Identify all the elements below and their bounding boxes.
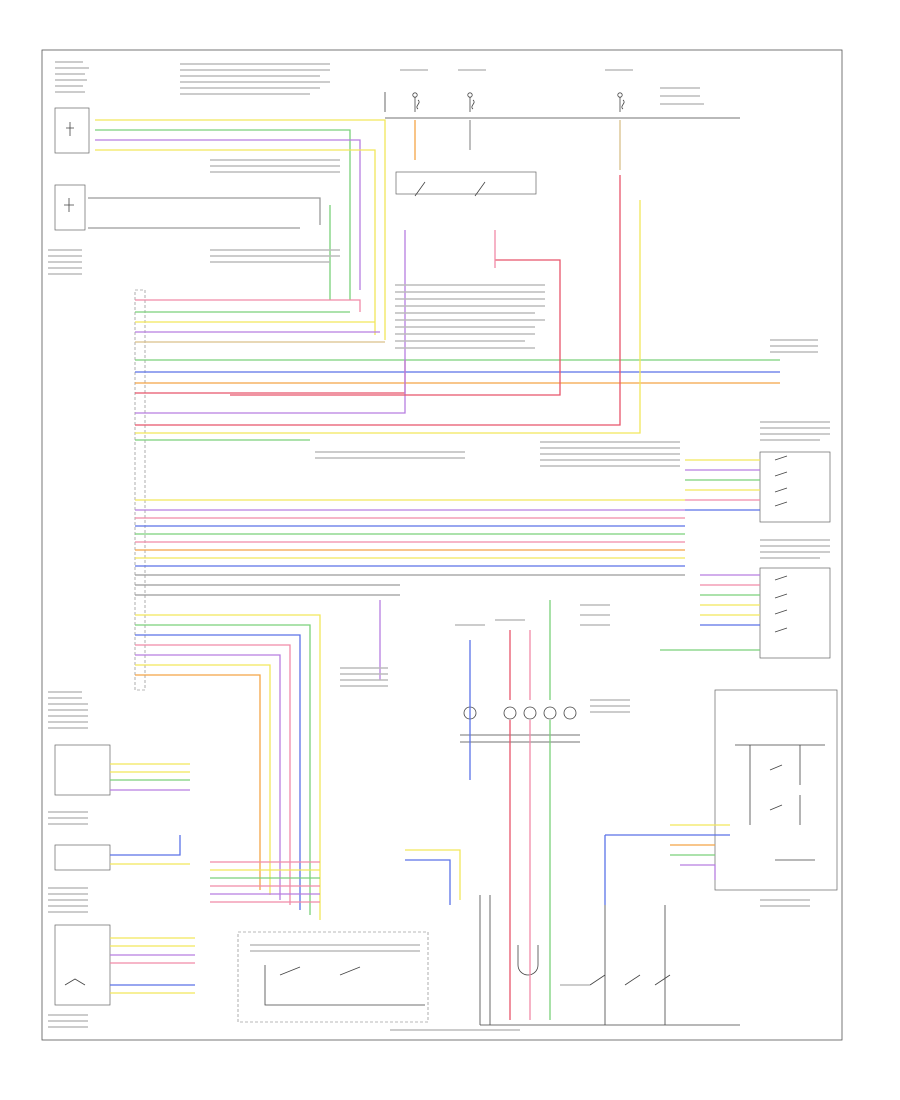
wire-red	[135, 360, 406, 394]
diagram-frame	[41, 49, 843, 1041]
wire-violet	[680, 864, 716, 880]
wire-violet	[95, 139, 361, 290]
right-switch-module-lower	[759, 567, 831, 659]
center-connector-row	[460, 706, 580, 743]
wire-yellow	[95, 119, 386, 340]
module-sensor-left	[54, 184, 86, 231]
module-bottom-left-1	[54, 744, 111, 796]
wire-pink	[135, 299, 361, 312]
wire-yellow	[135, 664, 271, 895]
wire-violet	[135, 230, 406, 414]
right-switch-module-upper	[759, 451, 831, 523]
wire-green	[95, 129, 351, 300]
power-distribution-area	[384, 92, 740, 197]
relay-module	[714, 689, 838, 891]
wire-red	[135, 175, 621, 426]
module-top-left	[54, 107, 90, 154]
wire-violet	[135, 654, 281, 900]
wire-blue	[135, 634, 301, 910]
wire-yellow	[135, 614, 321, 920]
wire-yellow	[135, 200, 641, 434]
label-marks	[48, 61, 830, 1031]
wire-yellow	[405, 849, 461, 900]
wire-blue	[405, 859, 451, 905]
wire-orange	[135, 674, 261, 890]
module-bottom-left-2	[54, 844, 111, 871]
main-control-module	[134, 289, 146, 691]
wire-gray	[88, 197, 321, 225]
wire-yellow	[95, 149, 376, 335]
bottom-ground-area	[479, 895, 740, 1026]
wire-green	[135, 624, 311, 915]
wire-blue	[110, 835, 181, 856]
bottom-switch-panel	[237, 931, 429, 1023]
module-bottom-left-3	[54, 924, 111, 1006]
wire-pink	[135, 644, 291, 905]
wire-red	[230, 259, 561, 396]
wire-layer	[88, 119, 780, 1020]
